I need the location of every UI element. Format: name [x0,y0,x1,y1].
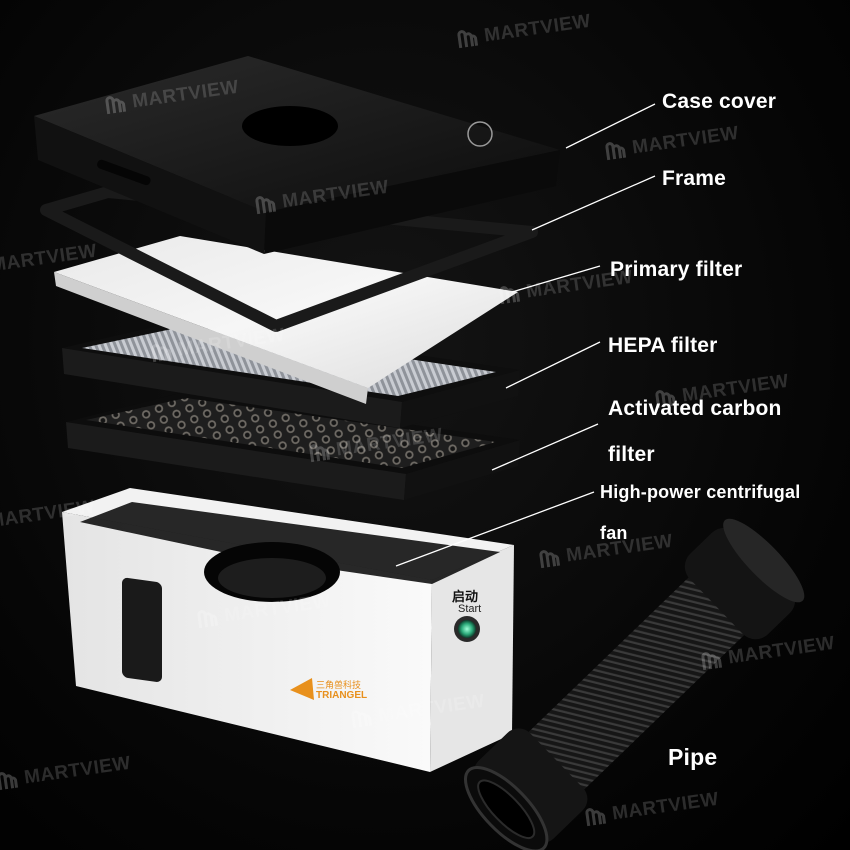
brand-name: TRIANGEL [316,690,368,701]
leader-primary-filter [511,265,601,293]
cover-grip [97,159,151,186]
case-cover [34,56,560,254]
leader-case-cover [565,103,656,149]
label-hepa-filter: HEPA filter [608,334,718,357]
start-label-en: Start [458,603,482,615]
activated-carbon-filter [66,392,520,500]
leader-activated-carbon [491,423,599,471]
frame [40,186,538,332]
label-activated-carbon-line1: Activated carbon [608,397,782,420]
label-fan-line1: High-power centrifugal [600,482,801,502]
fan-base-unit [62,488,514,772]
label-frame: Frame [662,167,727,190]
label-activated-carbon-line2: filter [608,443,655,466]
brand-name-cn: 三角兽科技 [316,681,362,691]
brand-logo-icon [290,678,314,700]
cover-logo-icon [467,121,493,147]
leader-hepa-filter [505,341,601,389]
label-primary-filter: Primary filter [610,258,743,281]
pipe [463,518,805,850]
leader-lines [395,103,656,567]
leader-frame [531,175,656,231]
start-label-cn: 启动 [452,590,479,605]
label-pipe: Pipe [668,744,718,770]
leader-fan [395,491,595,567]
side-handle [122,577,162,682]
cover-exhaust-hole [242,106,338,146]
label-case-cover: Case cover [662,90,777,113]
label-fan-line2: fan [600,523,628,543]
